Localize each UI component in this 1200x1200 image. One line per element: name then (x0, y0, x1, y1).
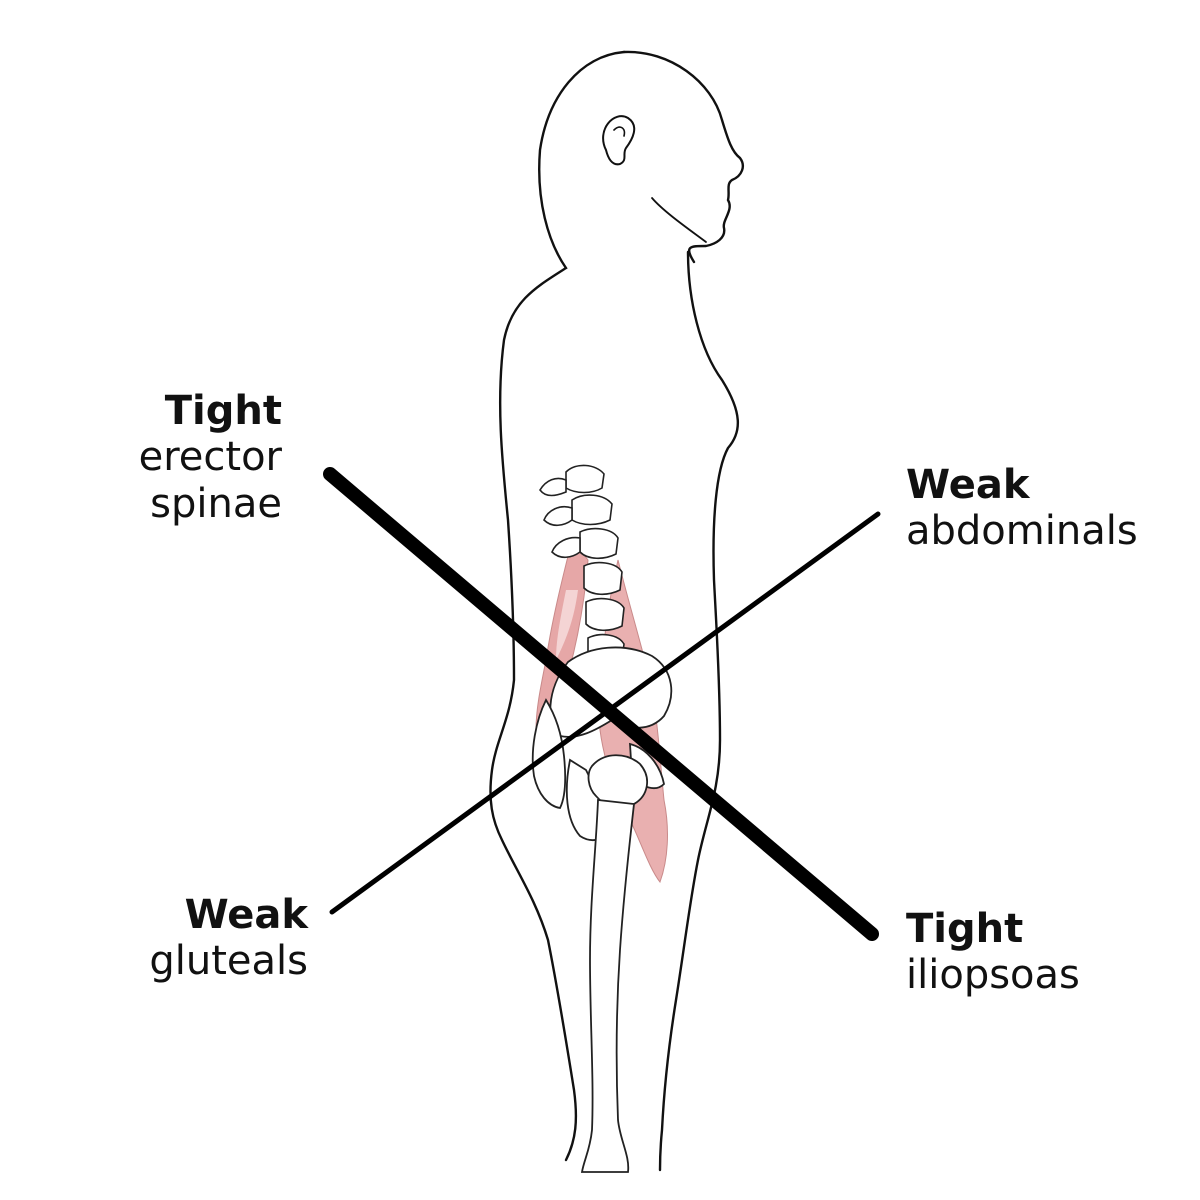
vertebra-5 (585, 597, 625, 632)
tight-diagonal-line (323, 467, 879, 941)
muscle-highlight (556, 590, 578, 660)
muscle-name: spinae (150, 480, 282, 527)
front-outline (658, 250, 740, 1172)
ear-inner (613, 126, 626, 137)
vertebra-2 (571, 494, 613, 526)
femur (580, 754, 648, 1173)
status-weak: Weak (184, 892, 308, 938)
face-profile (622, 50, 744, 264)
label-weak-abdominals: Weak abdominals (906, 462, 1138, 555)
vertebra-1-process (539, 477, 567, 497)
muscle-name: gluteals (149, 938, 308, 985)
vertebra-1 (565, 464, 605, 494)
label-tight-erector-spinae: Tight erector spinae (139, 388, 282, 527)
label-tight-iliopsoas: Tight iliopsoas (906, 906, 1080, 999)
status-tight: Tight (906, 906, 1024, 952)
vertebra-3-process (551, 536, 581, 559)
status-tight: Tight (164, 388, 282, 434)
weak-diagonal-line (329, 511, 881, 915)
muscle-name: iliopsoas (906, 952, 1080, 999)
ear (602, 115, 636, 166)
femur-shaft (580, 798, 635, 1173)
lumbar-spine (539, 464, 625, 666)
status-weak: Weak (906, 462, 1030, 508)
muscle-name: abdominals (906, 508, 1138, 555)
vertebra-3 (579, 527, 619, 560)
chin-line (651, 197, 707, 243)
muscle-name: erector (138, 434, 282, 481)
label-weak-gluteals: Weak gluteals (149, 892, 308, 985)
vertebra-4 (583, 561, 623, 596)
vertebra-2-process (543, 505, 573, 527)
